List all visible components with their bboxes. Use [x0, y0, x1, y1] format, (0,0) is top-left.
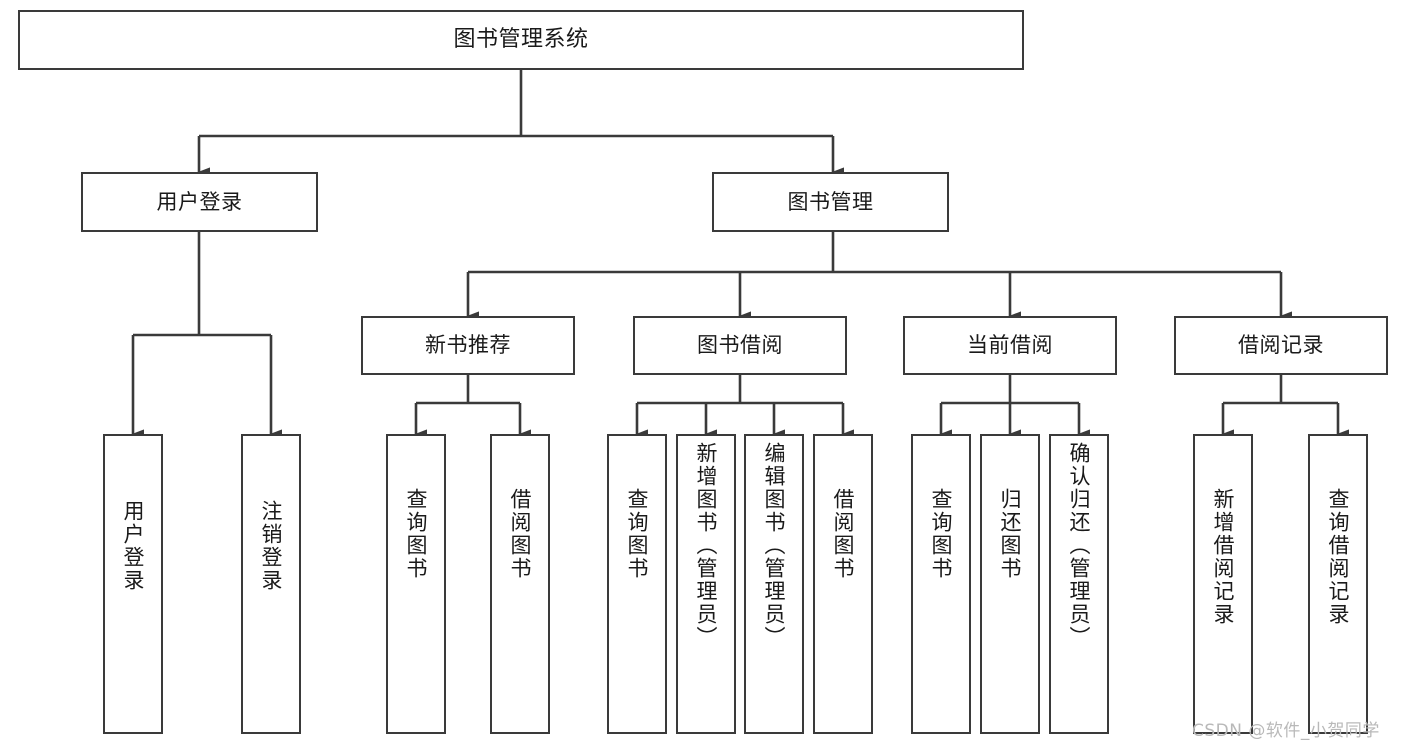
node-current-borrow[interactable]: 当前借阅 — [903, 316, 1117, 375]
node-leaf-return-book[interactable]: 归还图书 — [980, 434, 1040, 734]
node-label: 确认归还（管理员） — [1067, 442, 1092, 649]
node-leaf-add-book-admin[interactable]: 新增图书（管理员） — [676, 434, 736, 734]
node-label: 查询借阅记录 — [1326, 488, 1351, 626]
node-label: 新增图书（管理员） — [694, 442, 719, 649]
node-label: 借阅图书 — [831, 488, 856, 580]
node-leaf-query-book-2[interactable]: 查询图书 — [607, 434, 667, 734]
node-leaf-confirm-return-admin[interactable]: 确认归还（管理员） — [1049, 434, 1109, 734]
node-label: 归还图书 — [998, 488, 1023, 580]
node-label: 查询图书 — [929, 488, 954, 580]
node-label: 用户登录 — [121, 500, 146, 592]
node-label: 新增借阅记录 — [1211, 488, 1236, 626]
node-leaf-query-book-3[interactable]: 查询图书 — [911, 434, 971, 734]
node-borrow-record[interactable]: 借阅记录 — [1174, 316, 1388, 375]
node-leaf-query-book-1[interactable]: 查询图书 — [386, 434, 446, 734]
node-book-borrow[interactable]: 图书借阅 — [633, 316, 847, 375]
node-user-login[interactable]: 用户登录 — [81, 172, 318, 232]
node-root-book-management-system[interactable]: 图书管理系统 — [18, 10, 1024, 70]
node-label: 新书推荐 — [425, 333, 511, 358]
node-leaf-borrow-book-1[interactable]: 借阅图书 — [490, 434, 550, 734]
node-label: 图书管理 — [787, 189, 874, 214]
node-leaf-query-borrow-record[interactable]: 查询借阅记录 — [1308, 434, 1368, 734]
node-leaf-borrow-book-2[interactable]: 借阅图书 — [813, 434, 873, 734]
node-label: 借阅图书 — [508, 488, 533, 580]
node-label: 编辑图书（管理员） — [762, 442, 787, 649]
node-leaf-user-login[interactable]: 用户登录 — [103, 434, 163, 734]
node-label: 当前借阅 — [967, 333, 1053, 358]
node-label: 注销登录 — [259, 500, 284, 592]
node-leaf-add-borrow-record[interactable]: 新增借阅记录 — [1193, 434, 1253, 734]
node-label: 借阅记录 — [1238, 333, 1324, 358]
node-leaf-logout-login[interactable]: 注销登录 — [241, 434, 301, 734]
node-new-book-recommend[interactable]: 新书推荐 — [361, 316, 575, 375]
node-leaf-edit-book-admin[interactable]: 编辑图书（管理员） — [744, 434, 804, 734]
node-book-management[interactable]: 图书管理 — [712, 172, 949, 232]
node-label: 查询图书 — [404, 488, 429, 580]
node-label: 用户登录 — [156, 189, 243, 214]
node-label: 图书管理系统 — [453, 27, 589, 53]
node-label: 图书借阅 — [697, 333, 783, 358]
node-label: 查询图书 — [625, 488, 650, 580]
